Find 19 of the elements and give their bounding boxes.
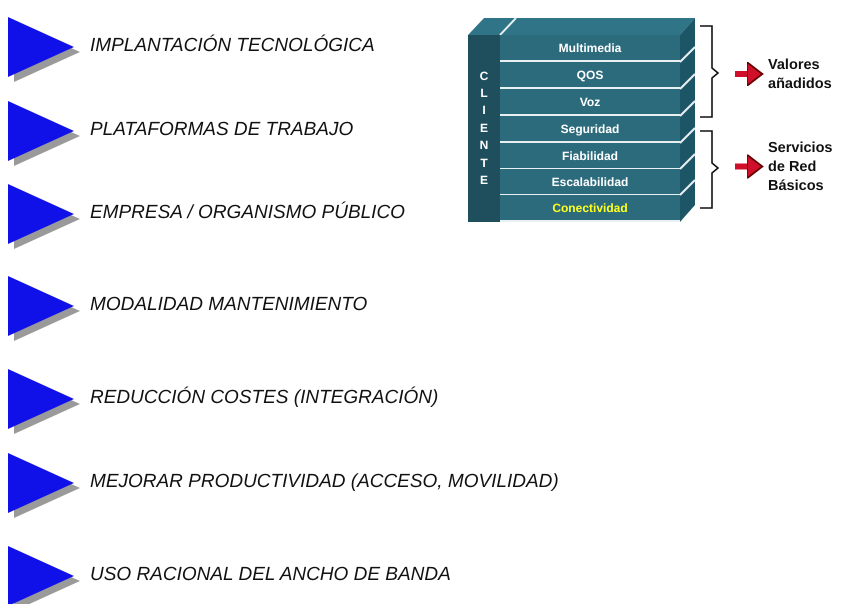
list-item-text: EMPRESA / ORGANISMO PÚBLICO	[90, 202, 405, 224]
side-label: Servicios de Red Básicos	[768, 135, 850, 200]
list-item-text: PLATAFORMAS DE TRABAJO	[90, 119, 354, 141]
arrow	[735, 154, 764, 180]
layer-box: Voz	[500, 89, 680, 116]
arrow	[735, 61, 764, 87]
client-column: CLIENTE	[468, 35, 500, 222]
list-item-text: IMPLANTACIÓN TECNOLÓGICA	[90, 35, 375, 57]
list-item-text: MEJORAR PRODUCTIVIDAD (ACCESO, MOVILIDAD)	[90, 471, 559, 493]
list-item-text: MODALIDAD MANTENIMIENTO	[90, 294, 368, 316]
list-item-text: REDUCCIÓN COSTES (INTEGRACIÓN)	[90, 387, 438, 409]
layer-box: Conectividad	[500, 195, 680, 222]
list-item-text: USO RACIONAL DEL ANCHO DE BANDA	[90, 564, 451, 586]
layer-box: Multimedia	[500, 35, 680, 62]
layer-box: Fiabilidad	[500, 143, 680, 170]
side-label: Valores añadidos	[768, 50, 850, 100]
layer-box: Seguridad	[500, 116, 680, 143]
layer-box: Escalabilidad	[500, 169, 680, 196]
layer-box: QOS	[500, 62, 680, 89]
